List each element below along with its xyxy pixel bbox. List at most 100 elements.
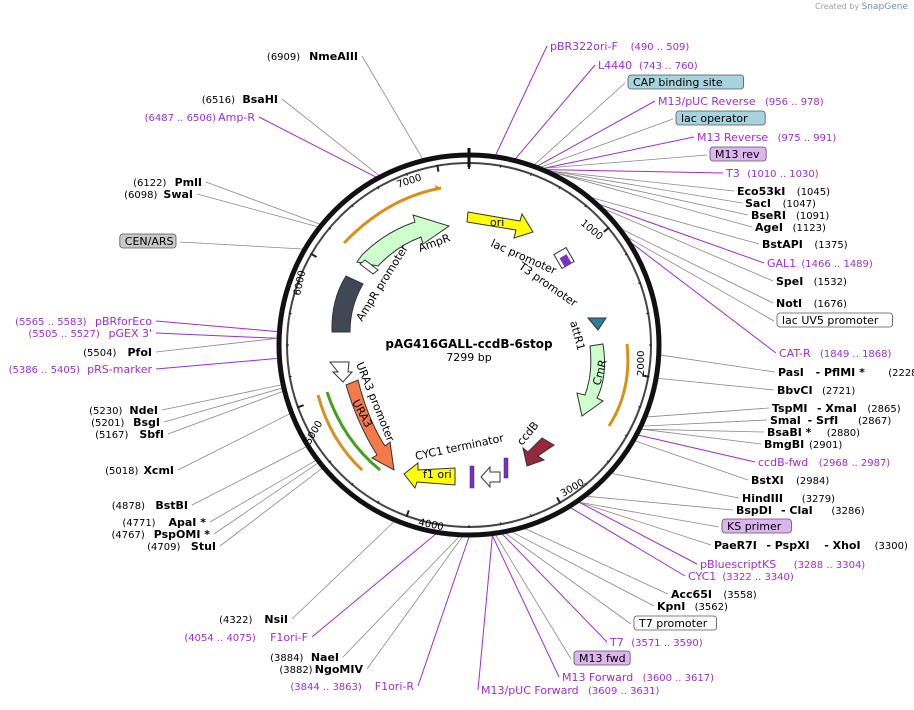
- feature-box-ks-primer[interactable]: KS primer: [721, 518, 792, 534]
- ccdb-arrow[interactable]: [522, 437, 555, 467]
- enzyme-bseri[interactable]: BseRI(1091): [751, 209, 829, 222]
- created-by-credit: Created by SnapGene: [815, 2, 908, 12]
- primer-ccdb-fwd[interactable]: ccdB-fwd(2968 .. 2987): [758, 456, 890, 469]
- feature-box-m13-rev[interactable]: M13 rev: [709, 146, 767, 162]
- cmr-arrow[interactable]: [576, 343, 605, 417]
- enzyme-naei[interactable]: NaeI(3884): [270, 651, 339, 664]
- tick-mark: [328, 226, 332, 230]
- enzyme-xcmi[interactable]: XcmI(5018): [105, 464, 174, 477]
- enzyme-pasi[interactable]: PasI- PflMI *(2228): [778, 366, 914, 379]
- enzyme-bspdi[interactable]: BspDI- ClaI(3286): [736, 504, 865, 517]
- primer-m13-puc-reverse[interactable]: M13/pUC Reverse(956 .. 978): [658, 95, 824, 108]
- primer-f1ori-r[interactable]: F1ori-R(3844 .. 3863): [290, 680, 414, 693]
- ura3-arrow[interactable]: [345, 379, 395, 471]
- tick-mark: [530, 172, 533, 177]
- primer-prs-marker[interactable]: pRS-marker(5386 .. 5405): [9, 363, 153, 376]
- enzyme-ndei[interactable]: NdeI(5230): [89, 404, 158, 417]
- label-position: (975 .. 991): [778, 133, 837, 144]
- feature-box-lac-operator[interactable]: lac operator: [675, 110, 766, 126]
- enzyme-bsabi[interactable]: BsaBI *(2880): [767, 426, 860, 439]
- leader-lac-operator: [540, 118, 674, 168]
- primer-pbrforeco[interactable]: pBRforEco(5565 .. 5583): [15, 315, 152, 328]
- enzyme-agei[interactable]: AgeI(1123): [755, 221, 826, 234]
- enzyme-bbvci[interactable]: BbvCI(2721): [777, 384, 855, 397]
- enzyme-noti[interactable]: NotI(1676): [776, 297, 847, 310]
- primer-amp-r[interactable]: Amp-R(6487 .. 6506): [145, 111, 256, 124]
- enzyme-smai[interactable]: SmaI- SrfI(2867): [770, 414, 891, 427]
- primer-m13-reverse[interactable]: M13 Reverse(975 .. 991): [697, 131, 836, 144]
- leader-pbluescriptks: [578, 501, 698, 565]
- ampr-arrow[interactable]: [356, 214, 451, 267]
- enzyme-bsahi[interactable]: BsaHI(6516): [202, 93, 278, 106]
- enzyme-spei[interactable]: SpeI(1532): [776, 275, 847, 288]
- enzyme-saci[interactable]: SacI(1047): [745, 197, 816, 210]
- label-text: CAT-R: [779, 347, 811, 360]
- feature-box-lac-uv5-promoter[interactable]: lac UV5 promoter: [776, 312, 893, 328]
- cyc1-terminator-arrow[interactable]: [480, 465, 501, 489]
- enzyme-sbfi[interactable]: SbfI(5167): [95, 428, 164, 441]
- primer-gal1[interactable]: GAL1(1466 .. 1489): [767, 257, 873, 270]
- label-position: (3300): [875, 541, 908, 552]
- enzyme-bsgi[interactable]: BsgI(5201): [91, 416, 160, 429]
- tick-mark: [637, 281, 642, 284]
- ampr-promoter-arrow[interactable]: [359, 259, 379, 275]
- enzyme-kpni[interactable]: KpnI(3562): [657, 600, 728, 613]
- credit-text: Created by: [815, 2, 860, 11]
- leader-pgex-3: [155, 332, 278, 339]
- enzyme-apai[interactable]: ApaI *(4771): [122, 516, 206, 529]
- primer-t3[interactable]: T3(1010 .. 1030): [725, 167, 819, 180]
- label-f1-ori: f1 ori: [423, 468, 452, 481]
- enzyme-bmgbi[interactable]: BmgBI(2901): [764, 438, 842, 451]
- tick-mark: [499, 164, 502, 168]
- leader-cap-binding-site: [534, 82, 626, 165]
- enzyme-ngomiv[interactable]: NgoMIV(3882): [279, 663, 363, 676]
- leader-m13-rev: [543, 154, 708, 169]
- enzyme-stui[interactable]: StuI(4709): [147, 540, 216, 553]
- enzyme-bstbi[interactable]: BstBI(4878): [112, 499, 188, 512]
- leader-hindiii: [611, 473, 740, 499]
- primer-l4440[interactable]: L4440(743 .. 760): [598, 59, 698, 72]
- feature-box-m13-fwd[interactable]: M13 fwd: [573, 650, 631, 666]
- label-text: SwaI: [163, 188, 193, 201]
- leader-ccdb-fwd: [638, 434, 756, 463]
- enzyme-eco53ki[interactable]: Eco53kI(1045): [737, 185, 830, 198]
- primer-pbluescriptks[interactable]: pBluescriptKS(3288 .. 3304): [700, 558, 865, 571]
- enzyme-pspomi[interactable]: PspOMI *(4767): [112, 528, 211, 541]
- label-position: (4878): [112, 501, 145, 512]
- primer-cyc1[interactable]: CYC1(3322 .. 3340): [688, 570, 794, 583]
- label-position: (490 .. 509): [631, 42, 690, 53]
- primer-t7[interactable]: T7(3571 .. 3590): [609, 636, 703, 649]
- label-text: SpeI: [776, 275, 803, 288]
- enzyme-tspmi[interactable]: TspMI- XmaI(2865): [772, 402, 901, 415]
- primer-pgex-3[interactable]: pGEX 3'(5505 .. 5527): [28, 327, 152, 340]
- label-attr1: attR1: [567, 319, 587, 351]
- label-position: (5565 .. 5583): [15, 317, 87, 328]
- leader-t7: [501, 533, 608, 643]
- primer-m13-puc-forward[interactable]: M13/pUC Forward(3609 .. 3631): [481, 684, 660, 697]
- enzyme-pmli[interactable]: PmlI(6122): [133, 176, 202, 189]
- leader-bsahi: [281, 98, 380, 176]
- primer-m13-forward[interactable]: M13 Forward(3600 .. 3617): [562, 671, 714, 684]
- cen-ars-block[interactable]: [331, 275, 364, 333]
- attr1-marker[interactable]: [586, 317, 607, 331]
- enzyme-hindiii[interactable]: HindIII(3279): [742, 492, 835, 505]
- enzyme-acc65i[interactable]: Acc65I(3558): [671, 588, 757, 601]
- ura3-promoter-arrow[interactable]: [328, 361, 354, 383]
- enzyme-bstapi[interactable]: BstAPI(1375): [762, 238, 848, 251]
- primer-f1ori-f[interactable]: F1ori-F(4054 .. 4075): [184, 631, 308, 644]
- enzyme-paer7i[interactable]: PaeR7I- PspXI- XhoI(3300): [714, 539, 908, 552]
- enzyme-swai[interactable]: SwaI(6098): [124, 188, 193, 201]
- enzyme-bstxi[interactable]: BstXI(2984): [751, 474, 829, 487]
- feature-box-t7-promoter[interactable]: T7 promoter: [633, 615, 717, 631]
- label-position: (3288 .. 3304): [794, 560, 866, 571]
- primer-pbr322ori-f[interactable]: pBR322ori-F(490 .. 509): [550, 40, 689, 53]
- ori-arrow[interactable]: [466, 211, 534, 239]
- label-text: BsgI: [133, 416, 160, 429]
- feature-box-cap-binding-site[interactable]: CAP binding site: [627, 74, 744, 90]
- f1-ori-arrow[interactable]: [403, 461, 456, 490]
- feature-box-cen-ars[interactable]: CEN/ARS: [119, 233, 177, 249]
- enzyme-nsii[interactable]: NsiI(4322): [219, 613, 288, 626]
- enzyme-nmeaiii[interactable]: NmeAIII(6909): [267, 50, 358, 63]
- enzyme-pfoi[interactable]: PfoI(5504): [83, 346, 152, 359]
- primer-cat-r[interactable]: CAT-R(1849 .. 1868): [779, 347, 892, 360]
